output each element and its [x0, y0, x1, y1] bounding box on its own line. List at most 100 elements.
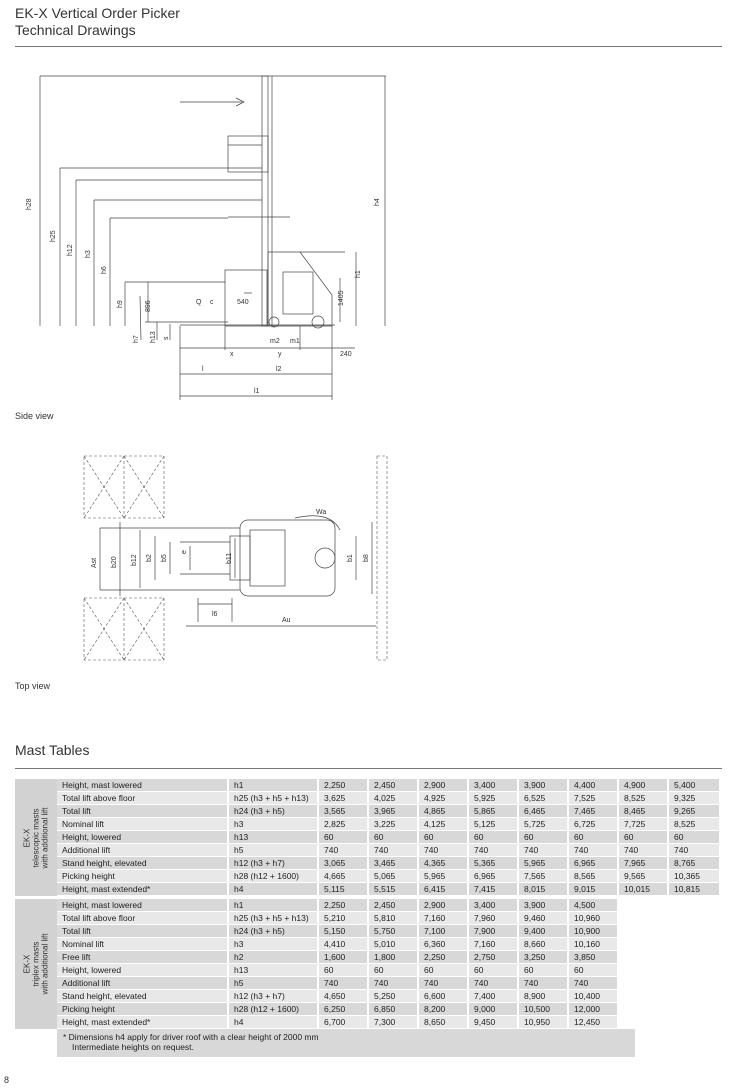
row-symbol: h1 [229, 899, 319, 912]
row-symbol: h5 [229, 977, 319, 990]
table-cell: 4,365 [419, 857, 469, 870]
table-cell: 6,250 [319, 1003, 369, 1016]
table-cell: 8,565 [569, 870, 619, 883]
row-label: Height, lowered [57, 831, 229, 844]
table-cell: 2,900 [419, 779, 469, 792]
table-cell: 12,000 [569, 1003, 619, 1016]
row-label: Height, mast lowered [57, 899, 229, 912]
table-cell: 740 [419, 977, 469, 990]
table-cell [669, 1003, 719, 1016]
row-label: Total lift [57, 805, 229, 818]
row-label: Additional lift [57, 977, 229, 990]
dim-b5: b5 [161, 554, 168, 562]
row-label: Nominal lift [57, 818, 229, 831]
table-cell [669, 977, 719, 990]
dim-h4: h4 [374, 198, 381, 206]
table-cell [669, 964, 719, 977]
row-symbol: h25 (h3 + h5 + h13) [229, 912, 319, 925]
table-cell [619, 964, 669, 977]
table-cell: 7,960 [469, 912, 519, 925]
table-cell: 60 [519, 964, 569, 977]
dim-h7: h7 [133, 335, 140, 343]
row-symbol: h3 [229, 818, 319, 831]
table-cell: 4,925 [419, 792, 469, 805]
table-cell [669, 925, 719, 938]
table-cell: 8,660 [519, 938, 569, 951]
row-label: Stand height, elevated [57, 990, 229, 1003]
page-number: 8 [4, 1075, 10, 1085]
dim-Au: Au [282, 617, 291, 624]
table-cell: 7,160 [419, 912, 469, 925]
side-view-drawing: h28 h25 h12 h3 h6 h9 h7 h13 s 896 h4 h1 … [26, 75, 386, 400]
table-cell: 2,250 [319, 899, 369, 912]
row-symbol: h2 [229, 951, 319, 964]
table-cell: 7,465 [569, 805, 619, 818]
table-cell: 4,400 [569, 779, 619, 792]
table-cell: 4,865 [419, 805, 469, 818]
dim-y: y [278, 351, 282, 358]
row-label: Picking height [57, 1003, 229, 1016]
table-cell: 1,600 [319, 951, 369, 964]
row-label: Stand height, elevated [57, 857, 229, 870]
table-cell: 10,015 [619, 883, 669, 896]
mast-type-label-line: triplex masts [31, 941, 41, 987]
dim-l: l [202, 366, 204, 373]
table-cell: 7,415 [469, 883, 519, 896]
dim-l1: l1 [254, 388, 260, 395]
table-cell: 740 [669, 844, 719, 857]
table-cell: 740 [319, 844, 369, 857]
table-cell: 5,400 [669, 779, 719, 792]
dim-b11: b11 [226, 553, 233, 564]
table-cell: 3,900 [519, 779, 569, 792]
row-symbol: h1 [229, 779, 319, 792]
table-cell: 60 [419, 831, 469, 844]
table-cell: 3,465 [369, 857, 419, 870]
table-cell: 60 [469, 831, 519, 844]
table-cell: 5,365 [469, 857, 519, 870]
table-cell: 60 [569, 831, 619, 844]
top-view-drawing: Ast b20 b12 b2 b5 e b11 b1 b8 Wa l6 Au [83, 455, 388, 661]
table-cell: 8,525 [619, 792, 669, 805]
row-label: Height, mast extended* [57, 1016, 229, 1029]
dim-896: 896 [145, 300, 152, 312]
table-cell: 8,525 [669, 818, 719, 831]
table-cell: 2,450 [369, 779, 419, 792]
table-cell [669, 951, 719, 964]
table-cell: 3,965 [369, 805, 419, 818]
dim-l2: l2 [276, 366, 282, 373]
table-cell: 4,900 [619, 779, 669, 792]
table-cell: 5,125 [469, 818, 519, 831]
table-cell: 740 [319, 977, 369, 990]
table-cell: 10,950 [519, 1016, 569, 1029]
dim-h3: h3 [85, 250, 92, 258]
table-cell: 7,160 [469, 938, 519, 951]
table-cell: 10,500 [519, 1003, 569, 1016]
table-cell: 3,225 [369, 818, 419, 831]
footnote-line: Intermediate heights on request. [72, 1042, 194, 1052]
table-cell: 2,250 [319, 779, 369, 792]
table-cell: 10,960 [569, 912, 619, 925]
dim-h25: h25 [50, 230, 57, 242]
table-cell: 3,250 [519, 951, 569, 964]
table-cell: 6,415 [419, 883, 469, 896]
dim-h13: h13 [150, 331, 157, 343]
table-cell: 6,600 [419, 990, 469, 1003]
table-cell [669, 912, 719, 925]
table-cell: 8,900 [519, 990, 569, 1003]
table-cell: 4,025 [369, 792, 419, 805]
table-cell: 4,650 [319, 990, 369, 1003]
table-cell: 5,725 [519, 818, 569, 831]
table-cell: 9,325 [669, 792, 719, 805]
row-symbol: h3 [229, 938, 319, 951]
table-cell: 5,065 [369, 870, 419, 883]
table-cell: 740 [469, 844, 519, 857]
table-cell: 9,460 [519, 912, 569, 925]
row-symbol: h5 [229, 844, 319, 857]
